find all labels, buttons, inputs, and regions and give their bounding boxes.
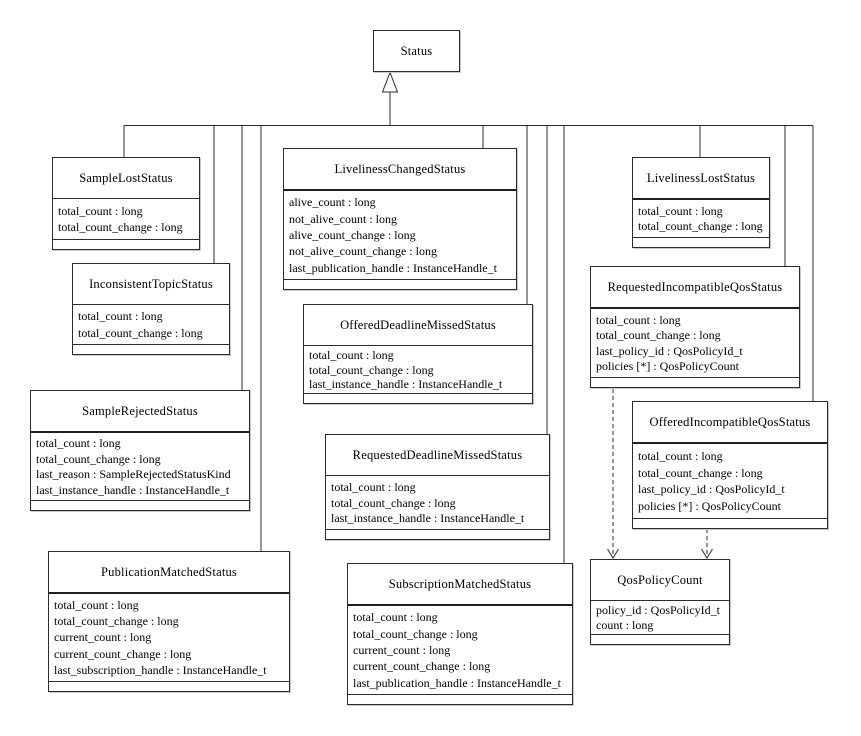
attribute: count : long: [596, 617, 654, 632]
open-arrowhead-icon: [607, 548, 619, 559]
attribute: total_count_change : long: [596, 328, 721, 343]
attribute: current_count_change : long: [353, 659, 491, 674]
generalization-triangle-icon: [381, 71, 399, 93]
attribute: total_count : long: [309, 348, 394, 363]
attribute: not_alive_count : long: [289, 211, 397, 226]
operations-compartment: [326, 529, 549, 539]
open-arrowhead-icon: [701, 548, 713, 559]
attribute: last_instance_handle : InstanceHandle_t: [331, 511, 525, 526]
attribute: current_count : long: [353, 642, 451, 657]
generalization-trunk: [381, 71, 399, 126]
class-status: Status: [373, 30, 460, 72]
dependency-arrow-requested-to-qospolicycount: [607, 389, 619, 559]
class-qos-policy-count: QosPolicyCount policy_id : QosPolicyId_t…: [590, 559, 730, 645]
class-name: SampleRejectedStatus: [82, 403, 198, 418]
operations-compartment: [348, 694, 572, 704]
class-offered-deadline-missed-status: OfferedDeadlineMissedStatus total_count …: [303, 304, 533, 404]
operations-compartment: [591, 377, 799, 387]
attribute: not_alive_count_change : long: [289, 244, 437, 259]
operations-compartment: [633, 237, 769, 247]
attributes-compartment: total_count : long total_count_change : …: [73, 304, 229, 344]
attributes-compartment: total_count : long total_count_change : …: [31, 431, 249, 500]
attribute: last_instance_handle : InstanceHandle_t: [309, 376, 503, 391]
attribute: total_count_change : long: [638, 219, 763, 234]
attribute: total_count : long: [596, 312, 681, 327]
class-requested-incompatible-qos-status: RequestedIncompatibleQosStatus total_cou…: [590, 266, 800, 388]
class-sample-lost-status: SampleLostStatus total_count : long tota…: [52, 157, 200, 250]
operations-compartment: [31, 500, 249, 510]
attributes-compartment: total_count : long total_count_change : …: [49, 592, 289, 681]
class-name: SubscriptionMatchedStatus: [388, 576, 532, 591]
attribute: total_count_change : long: [309, 362, 434, 377]
attribute: last_publication_handle : InstanceHandle…: [289, 260, 497, 275]
attribute: policy_id : QosPolicyId_t: [596, 603, 720, 618]
attribute: last_publication_handle : InstanceHandle…: [353, 675, 561, 690]
class-name: QosPolicyCount: [617, 572, 703, 587]
attributes-compartment: alive_count : long not_alive_count : lon…: [284, 189, 516, 279]
attribute: total_count_change : long: [58, 220, 183, 235]
attributes-compartment: total_count : long total_count_change : …: [633, 198, 769, 237]
class-name: InconsistentTopicStatus: [89, 276, 213, 291]
attributes-compartment: total_count : long total_count_change : …: [53, 198, 199, 239]
class-publication-matched-status: PublicationMatchedStatus total_count : l…: [48, 551, 290, 692]
class-sample-rejected-status: SampleRejectedStatus total_count : long …: [30, 390, 250, 511]
attributes-compartment: total_count : long total_count_change : …: [633, 442, 827, 518]
class-name: LivelinessLostStatus: [646, 170, 756, 185]
attribute: last_policy_id : QosPolicyId_t: [596, 343, 743, 358]
class-offered-incompatible-qos-status: OfferedIncompatibleQosStatus total_count…: [632, 401, 828, 529]
class-subscription-matched-status: SubscriptionMatchedStatus total_count : …: [347, 563, 573, 705]
class-name: RequestedIncompatibleQosStatus: [607, 279, 783, 294]
operations-compartment: [304, 393, 532, 403]
attribute: total_count : long: [638, 448, 723, 463]
class-requested-deadline-missed-status: RequestedDeadlineMissedStatus total_coun…: [325, 434, 550, 540]
attribute: current_count : long: [54, 630, 152, 645]
attribute: total_count_change : long: [638, 465, 763, 480]
attributes-compartment: total_count : long total_count_change : …: [304, 345, 532, 393]
class-name: OfferedDeadlineMissedStatus: [340, 317, 496, 332]
attribute: alive_count_change : long: [289, 227, 416, 242]
class-name: RequestedDeadlineMissedStatus: [352, 447, 523, 462]
attribute: policies [*] : QosPolicyCount: [638, 499, 781, 514]
attribute: current_count_change : long: [54, 646, 192, 661]
attribute: policies [*] : QosPolicyCount: [596, 359, 739, 374]
attributes-compartment: policy_id : QosPolicyId_t count : long: [591, 600, 729, 634]
attribute: total_count : long: [331, 479, 416, 494]
dependency-arrow-offered-to-qospolicycount: [701, 529, 713, 559]
operations-compartment: [633, 518, 827, 528]
operations-compartment: [591, 634, 729, 644]
operations-compartment: [49, 681, 289, 691]
attribute: alive_count : long: [289, 195, 376, 210]
class-liveliness-lost-status: LivelinessLostStatus total_count : long …: [632, 157, 770, 248]
attributes-compartment: total_count : long total_count_change : …: [591, 307, 799, 377]
attribute: total_count : long: [353, 610, 438, 625]
attribute: total_count : long: [36, 436, 121, 451]
class-name: Status: [400, 43, 433, 58]
attribute: last_reason : SampleRejectedStatusKind: [36, 467, 231, 482]
operations-compartment: [284, 279, 516, 289]
operations-compartment: [53, 239, 199, 249]
class-name: OfferedIncompatibleQosStatus: [649, 414, 811, 429]
attribute: last_policy_id : QosPolicyId_t: [638, 482, 785, 497]
attribute: total_count_change : long: [54, 614, 179, 629]
attribute: total_count : long: [54, 598, 139, 613]
attribute: last_subscription_handle : InstanceHandl…: [54, 662, 267, 677]
attribute: last_instance_handle : InstanceHandle_t: [36, 482, 230, 497]
class-name: PublicationMatchedStatus: [100, 564, 238, 579]
attribute: total_count_change : long: [78, 325, 203, 340]
attribute: total_count_change : long: [331, 495, 456, 510]
operations-compartment: [73, 344, 229, 354]
attributes-compartment: total_count : long total_count_change : …: [348, 604, 572, 694]
attribute: total_count_change : long: [353, 626, 478, 641]
attributes-compartment: total_count : long total_count_change : …: [326, 475, 549, 529]
attribute: total_count : long: [58, 203, 143, 218]
class-liveliness-changed-status: LivelinessChangedStatus alive_count : lo…: [283, 148, 517, 290]
class-name: SampleLostStatus: [79, 170, 173, 185]
class-inconsistent-topic-status: InconsistentTopicStatus total_count : lo…: [72, 263, 230, 355]
attribute: total_count_change : long: [36, 451, 161, 466]
class-name: LivelinessChangedStatus: [334, 161, 466, 176]
attribute: total_count : long: [78, 309, 163, 324]
attribute: total_count : long: [638, 203, 723, 218]
